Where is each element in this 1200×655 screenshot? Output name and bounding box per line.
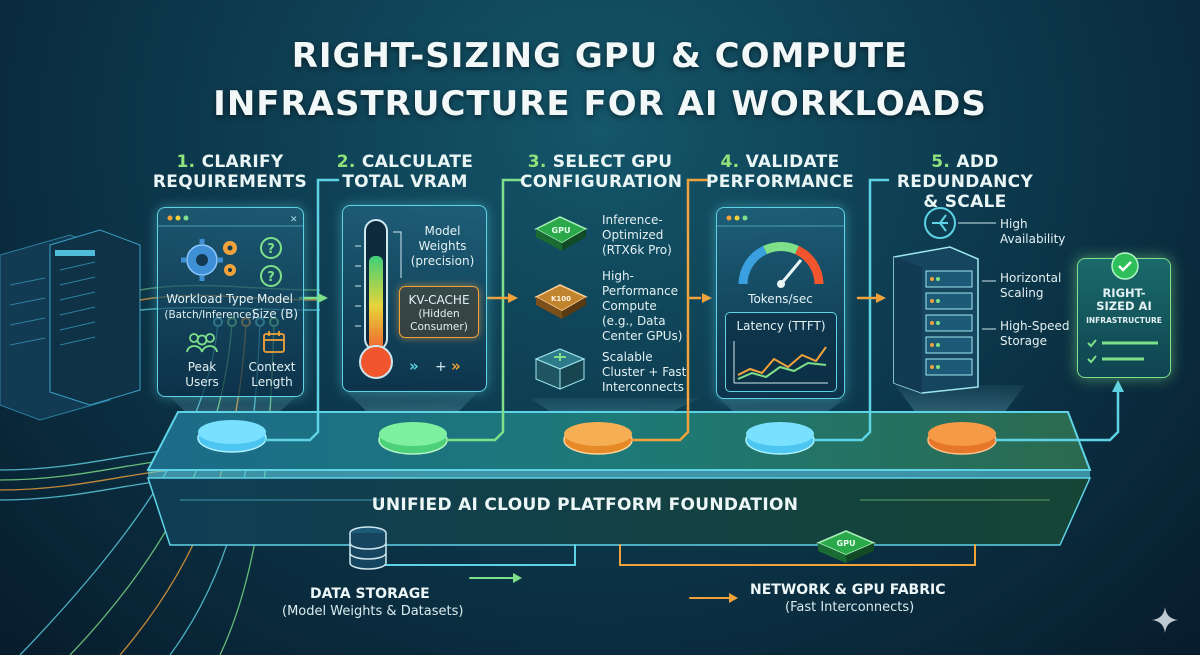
svg-text:?: ?	[267, 242, 275, 257]
window-controls-icon	[717, 215, 844, 227]
kv-cache-box: KV-CACHE (Hidden Consumer)	[399, 286, 479, 338]
window-controls-icon: ✕	[158, 215, 303, 227]
network-icon	[924, 207, 956, 239]
tokens-per-sec-label: Tokens/sec	[748, 292, 813, 306]
bracket-arrow-icon	[393, 231, 402, 278]
svg-text:GPU: GPU	[837, 539, 856, 548]
workload-type-label: Workload Type (Batch/Inference)	[164, 292, 256, 321]
calendar-icon	[263, 331, 285, 353]
high-speed-storage-label: High-Speed Storage	[1000, 319, 1070, 348]
svg-text:GPU: GPU	[552, 226, 571, 235]
svg-text:✕: ✕	[290, 215, 298, 225]
network-fabric-sub: (Fast Interconnects)	[785, 600, 915, 615]
svg-text:»: »	[409, 357, 419, 375]
step-1-card: ✕ ? ? Workload Type (Batch/Inference) Mo…	[157, 207, 304, 397]
step-3-panel: GPU Inference- Optimized (RTX6k Pro) K10…	[522, 205, 692, 400]
data-storage-sub: (Model Weights & Datasets)	[282, 604, 464, 619]
step-2-card: Model Weights (precision) KV-CACHE (Hidd…	[342, 205, 487, 392]
right-sized-infrastructure-card: RIGHT- SIZED AI INFRASTRUCTURE	[1077, 252, 1171, 378]
step-3-title: 3. SELECT GPU CONFIGURATION	[520, 152, 683, 192]
high-availability-label: High Availability	[1000, 217, 1066, 246]
step-1-title: 1. CLARIFY REQUIREMENTS	[152, 152, 308, 192]
users-icon	[186, 333, 218, 353]
line-chart-icon	[733, 341, 828, 384]
latency-chart-box: Latency (TTFT)	[725, 312, 837, 392]
page-title-line2: INFRASTRUCTURE FOR AI WORKLOADS	[213, 84, 987, 124]
peak-users-label: Peak Users	[185, 360, 219, 389]
platform-discs	[197, 420, 997, 455]
platform-label: UNIFIED AI CLOUD PLATFORM FOUNDATION	[371, 495, 799, 515]
database-icon	[349, 526, 387, 570]
cluster-icon	[534, 348, 586, 390]
gauge-icon	[738, 242, 824, 288]
svg-text:»: »	[451, 357, 461, 375]
step-5-panel: High Availability Horizontal Scaling Hig…	[890, 205, 1070, 400]
left-server-racks-icon	[0, 229, 321, 421]
gpu-chip-icon: GPU	[816, 530, 876, 563]
high-performance-label: High- Performance Compute (e.g., Data Ce…	[602, 269, 683, 343]
latency-label: Latency (TTFT)	[736, 319, 826, 333]
datacenter-gpu-icon: K100	[534, 284, 588, 319]
step-5-title: 5. ADD REDUNDANCY & SCALE	[896, 152, 1034, 212]
check-badge-icon	[1111, 252, 1139, 280]
step-4-title: 4. VALIDATE PERFORMANCE	[705, 152, 854, 192]
gpu-chip-icon: GPU	[534, 216, 588, 251]
connector-lines-icon	[958, 222, 996, 330]
scalable-cluster-label: Scalable Cluster + Fast Interconnects	[602, 350, 687, 394]
model-weights-label: Model Weights (precision)	[410, 224, 475, 268]
inference-optimized-label: Inference- Optimized (RTX6k Pro)	[602, 213, 672, 257]
svg-text:K100: K100	[551, 295, 571, 303]
step-4-card: Tokens/sec Latency (TTFT)	[716, 207, 845, 399]
model-size-label: Model Size (B)	[251, 292, 299, 321]
svg-text:?: ?	[267, 270, 275, 285]
svg-text:+: +	[435, 359, 447, 375]
network-fabric-title: NETWORK & GPU FABRIC	[750, 582, 946, 598]
sparkle-icon	[1152, 607, 1178, 633]
gear-icon	[181, 239, 237, 281]
checklist-icon	[1087, 339, 1158, 364]
plus-arrows-icon: » + »	[409, 357, 461, 375]
data-storage-title: DATA STORAGE	[310, 586, 430, 602]
context-length-label: Context Length	[248, 360, 296, 389]
horizontal-scaling-label: Horizontal Scaling	[1000, 271, 1062, 300]
page-title-line1: RIGHT-SIZING GPU & COMPUTE	[291, 36, 909, 76]
question-icon: ? ?	[260, 237, 282, 287]
thermometer-icon	[355, 219, 393, 379]
server-rack-icon	[893, 246, 979, 394]
step-2-title: 2. CALCULATE TOTAL VRAM	[336, 152, 474, 192]
